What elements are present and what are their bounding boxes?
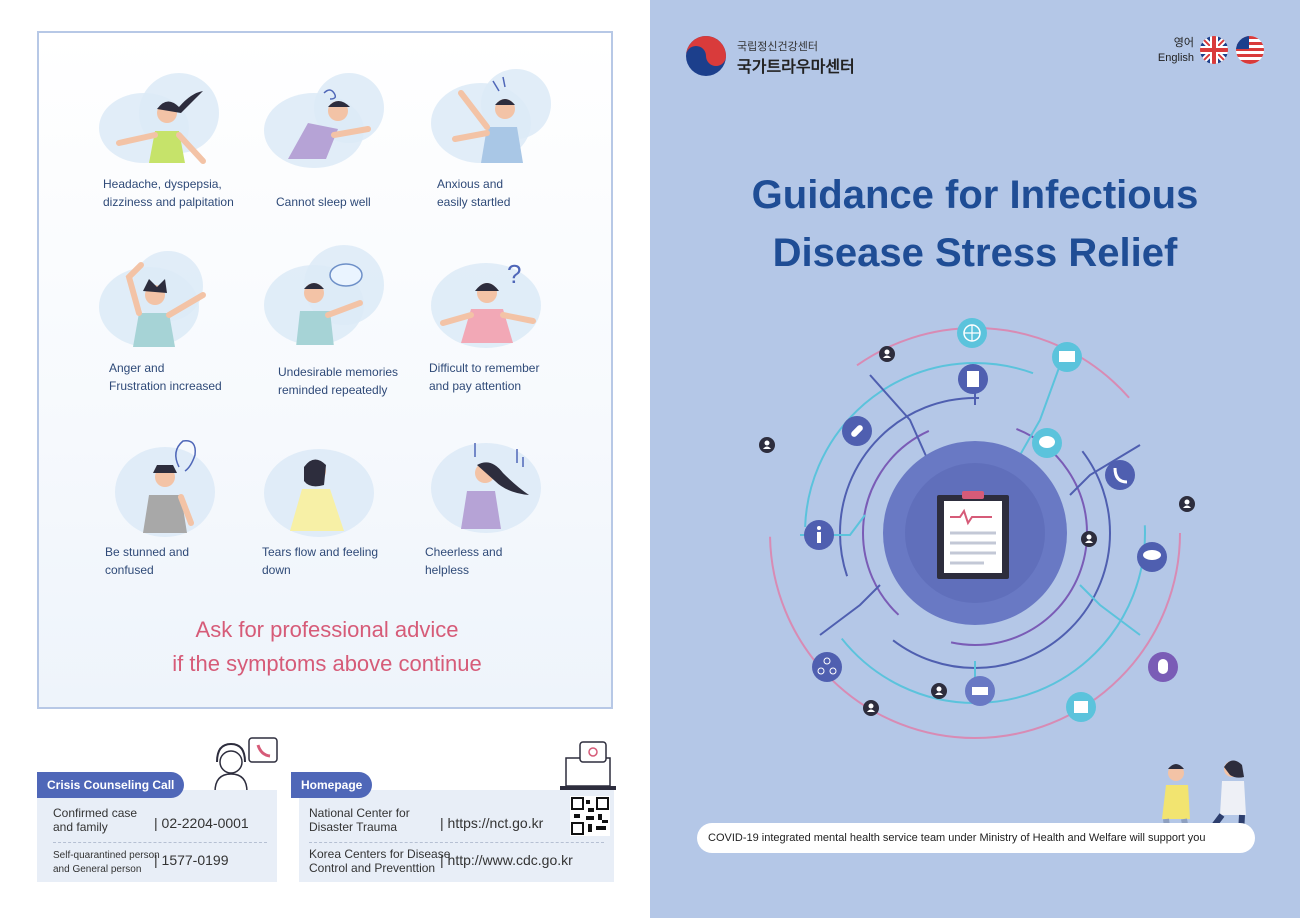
cloud-download-icon [1137, 542, 1167, 572]
divider [309, 842, 604, 843]
headache-illustration [99, 73, 219, 173]
left-page: Headache, dyspepsia,dizziness and palpit… [37, 31, 616, 882]
chat-icon [1032, 428, 1062, 458]
mouse-icon [1148, 652, 1178, 682]
symptom-caption: Cannot sleep well [276, 195, 371, 209]
homepage-panel [299, 790, 614, 882]
crisis-counseling-tag: Crisis Counseling Call [37, 772, 185, 798]
stunned-illustration [99, 437, 219, 537]
nct-link[interactable]: | https://nct.go.kr [440, 815, 544, 831]
info-icon [804, 520, 834, 550]
anxious-illustration [431, 69, 551, 169]
us-flag-icon[interactable] [1236, 36, 1264, 64]
counseling-people-illustration [1162, 760, 1246, 852]
person-icon [863, 700, 879, 716]
anger-illustration [99, 251, 219, 351]
tears-illustration [264, 437, 384, 537]
support-banner: COVID-19 integrated mental health servic… [697, 823, 1255, 853]
symptom-sleep: Cannot sleep well [264, 73, 434, 209]
bandage-icon [842, 416, 872, 446]
sleep-illustration [264, 73, 384, 173]
phone-icon [1105, 460, 1135, 490]
person-icon [759, 437, 775, 453]
crisis-counseling-panel [37, 790, 277, 882]
monitor-icon [1052, 342, 1082, 372]
cdc-link[interactable]: | http://www.cdc.go.kr [440, 852, 573, 868]
crisis-phone-2[interactable]: | 1577-0199 [154, 852, 229, 868]
remember-illustration: ? [431, 253, 551, 353]
memories-illustration [264, 245, 384, 345]
page-title: Guidance for Infectious Disease Stress R… [751, 173, 1199, 275]
cheerless-illustration [431, 437, 551, 537]
person-icon [1179, 496, 1195, 512]
qr-code-icon [570, 796, 610, 836]
divider [53, 842, 267, 843]
person-icon [1081, 531, 1097, 547]
taegeuk-logo-icon [686, 36, 726, 76]
homepage-tag: Homepage [291, 772, 373, 798]
network-illustration [769, 327, 1181, 739]
logo-line1: 국립정신건강센터 [737, 41, 818, 53]
symptoms-box: Headache, dyspepsia,dizziness and palpit… [37, 31, 613, 709]
crisis-phone-1[interactable]: | 02-2204-0001 [154, 815, 249, 831]
ambulance-icon [965, 676, 995, 706]
symptom-caption: Headache, dyspepsia,dizziness and palpit… [103, 177, 234, 209]
symptom-headache: Headache, dyspepsia,dizziness and palpit… [99, 73, 269, 209]
logo-line2: 국가트라우마센터 [737, 59, 855, 76]
globe-icon [957, 318, 987, 348]
laptop-icon [560, 741, 616, 790]
advice-text: Ask for professional advice if the sympt… [172, 617, 482, 676]
counselor-icon [214, 737, 278, 792]
document-icon [958, 364, 988, 394]
card-icon [1066, 692, 1096, 722]
svg-text:?: ? [507, 259, 521, 289]
uk-flag-icon[interactable] [1200, 36, 1228, 64]
person-icon [931, 683, 947, 699]
share-icon [812, 652, 842, 682]
person-icon [879, 346, 895, 362]
